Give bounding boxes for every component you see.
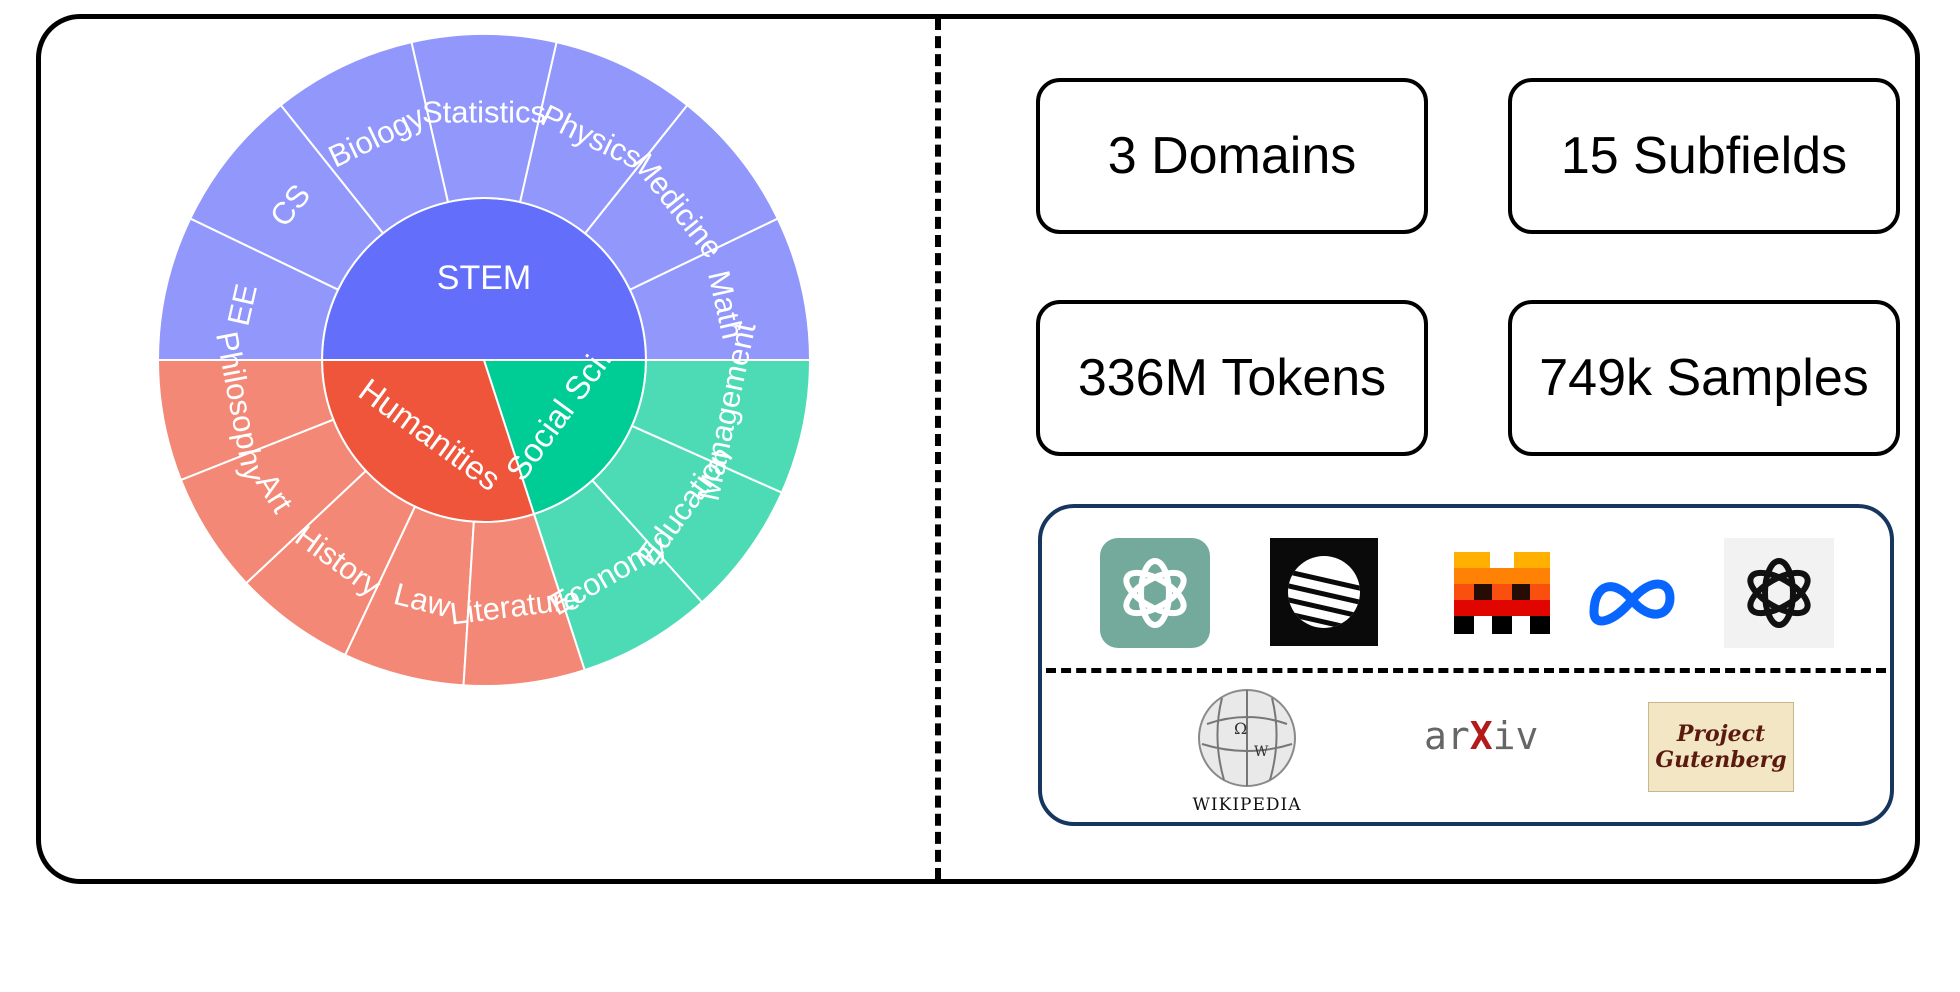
wikipedia-logo: Ω W WIKIPEDIA: [1182, 684, 1312, 815]
chatgpt-logo: [1100, 538, 1210, 648]
stat-tokens-text: 336M Tokens: [1077, 349, 1387, 407]
arxiv-logo: arXiv: [1424, 714, 1538, 758]
subfield-segment-management: [630, 359, 812, 494]
stat-subfields: 15 Subfields: [1508, 78, 1900, 234]
stat-tokens: 336M Tokens: [1036, 300, 1428, 456]
vertical-divider: [935, 18, 941, 880]
sunburst-chart: MathMedicinePhysicsStatisticsBiologyCSEE…: [156, 33, 812, 687]
stat-domains: 3 Domains: [1036, 78, 1428, 234]
sources-divider: [1046, 668, 1886, 673]
subfield-label-statistics: Statistics: [422, 95, 546, 130]
stat-domains-text: 3 Domains: [1107, 127, 1357, 185]
wikipedia-globe-icon: Ω W: [1198, 689, 1296, 787]
wikipedia-wordmark: WIKIPEDIA: [1192, 795, 1302, 815]
figure-frame: [36, 14, 1920, 884]
svg-text:W: W: [1254, 744, 1269, 760]
project-gutenberg-logo: Project Gutenberg: [1648, 702, 1794, 792]
arxiv-wordmark-pre: ar: [1424, 714, 1470, 758]
arxiv-wordmark-x: X: [1469, 714, 1493, 758]
mistral-logo: [1454, 552, 1550, 634]
striped-circle-logo: [1270, 538, 1378, 646]
openai-logo: [1724, 538, 1834, 648]
arxiv-wordmark-post: iv: [1492, 714, 1539, 758]
domain-label-stem: STEM: [437, 259, 531, 297]
meta-logo: [1589, 579, 1675, 626]
sources-panel: Ω W WIKIPEDIA arXiv Project Gutenberg: [1038, 504, 1894, 826]
gutenberg-line2: Gutenberg: [1655, 747, 1787, 773]
svg-text:Ω: Ω: [1234, 719, 1247, 738]
gutenberg-line1: Project: [1676, 721, 1766, 747]
stat-samples-text: 749k Samples: [1539, 349, 1869, 407]
stat-samples: 749k Samples: [1508, 300, 1900, 456]
stat-subfields-text: 15 Subfields: [1560, 127, 1848, 185]
